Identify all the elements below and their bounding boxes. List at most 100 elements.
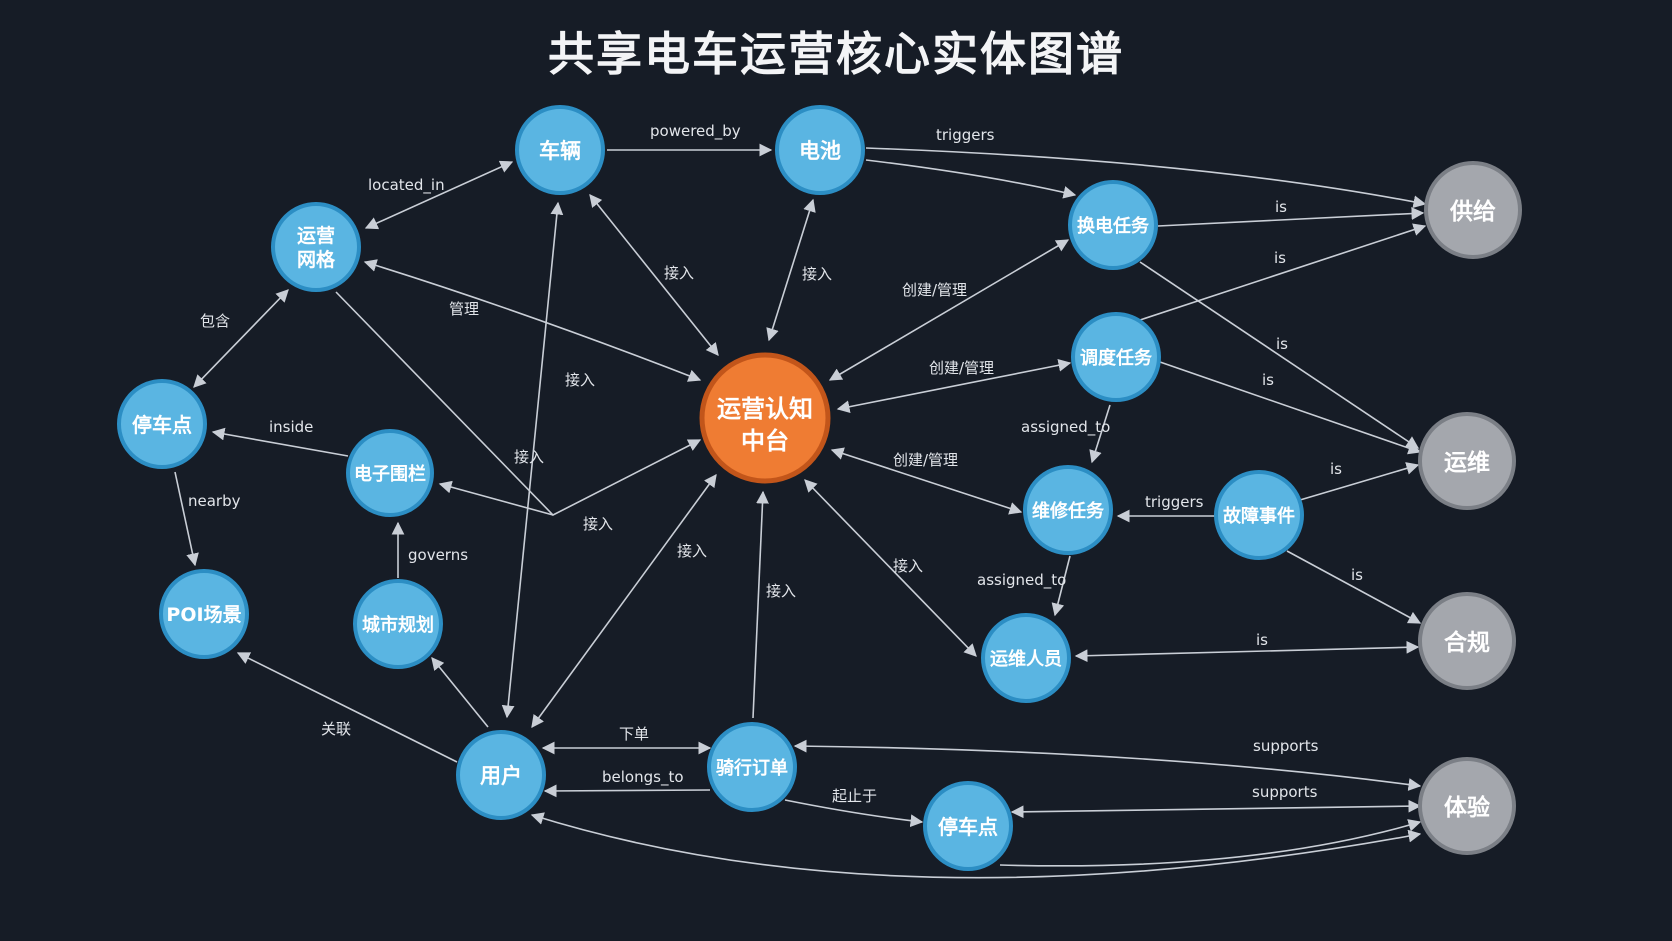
node-fault-event-label: 故障事件 <box>1223 505 1295 527</box>
edge-core-grid <box>363 259 702 382</box>
node-user[interactable]: 用户 <box>456 730 546 820</box>
edge-battery-swap <box>865 159 1077 199</box>
edge-label-supports: supports <box>1253 737 1319 755</box>
edge-swap-ops <box>1139 261 1420 449</box>
node-city-planning[interactable]: 城市规划 <box>353 579 443 669</box>
node-parking-point[interactable]: 停车点 <box>117 379 207 469</box>
node-poi-scene[interactable]: POI场景 <box>159 569 249 659</box>
edge-core-user <box>531 473 717 729</box>
edge-repair-staff <box>1051 555 1071 617</box>
edge-label-powered-by: powered_by <box>650 122 741 141</box>
edge-core-battery <box>766 198 816 342</box>
edge-label-create-manage: 创建/管理 <box>902 281 967 299</box>
edge-label-assigned-to: assigned_to <box>1021 418 1110 437</box>
node-battery-label: 电池 <box>799 139 841 163</box>
edge-core-vehicle <box>589 194 719 356</box>
edge-label-is: is <box>1262 371 1274 389</box>
edge-core-fence <box>438 480 554 516</box>
edge-label-order: 下单 <box>619 725 649 743</box>
edge-label-is: is <box>1276 335 1288 353</box>
node-dispatch-task[interactable]: 调度任务 <box>1071 312 1161 402</box>
node-geofence-label: 电子围栏 <box>354 463 426 485</box>
edge-dispatch-supply <box>1139 223 1427 321</box>
edge-label-access: 接入 <box>664 264 694 282</box>
node-geofence[interactable]: 电子围栏 <box>346 429 434 517</box>
edge-label-is: is <box>1256 631 1268 649</box>
edge-fault-compliance <box>1286 550 1422 624</box>
edge-order-experience <box>793 739 1422 791</box>
node-ride-order-label: 骑行订单 <box>716 757 788 779</box>
edge-label-contain: 包含 <box>200 312 230 330</box>
node-poi-scene-label: POI场景 <box>166 604 241 626</box>
edge-battery-supply <box>865 147 1427 209</box>
edge-parking2-experience <box>1010 799 1422 819</box>
node-operation-grid[interactable]: 运营 网格 <box>271 202 361 292</box>
edge-order-user <box>543 784 711 798</box>
edge-label-is: is <box>1274 249 1286 267</box>
edge-user-vehicle <box>501 201 564 719</box>
edge-dispatch-repair <box>1089 404 1111 464</box>
node-experience[interactable]: 体验 <box>1418 757 1516 855</box>
edge-swap-supply <box>1157 207 1425 227</box>
node-supply[interactable]: 供给 <box>1424 161 1522 259</box>
edge-label-relate: 关联 <box>321 720 351 738</box>
node-vehicle[interactable]: 车辆 <box>515 105 605 195</box>
edge-label-is: is <box>1275 198 1287 216</box>
edge-staff-compliance <box>1074 640 1420 663</box>
node-parking-point-2[interactable]: 停车点 <box>923 781 1013 871</box>
edge-label-access: 接入 <box>565 371 595 389</box>
node-battery[interactable]: 电池 <box>775 105 865 195</box>
node-repair-task-label: 维修任务 <box>1032 500 1105 522</box>
edge-labels: powered_by triggers located_in is is 接入 … <box>188 122 1363 805</box>
edge-label-create-manage: 创建/管理 <box>893 451 958 469</box>
node-ops-staff-label: 运维人员 <box>990 648 1062 670</box>
node-swap-task[interactable]: 换电任务 <box>1068 180 1158 270</box>
edge-label-governs: governs <box>408 546 468 564</box>
edge-parking2-experience-lower <box>999 819 1422 867</box>
edge-core-staff <box>804 479 977 657</box>
node-ride-order[interactable]: 骑行订单 <box>707 722 797 812</box>
node-parking-point-label: 停车点 <box>132 413 192 437</box>
node-user-label: 用户 <box>480 764 522 788</box>
node-compliance-label: 合规 <box>1444 629 1490 656</box>
edge-label-assigned-to: assigned_to <box>977 571 1066 590</box>
edge-label-belongs-to: belongs_to <box>602 768 684 787</box>
edge-label-manage: 管理 <box>449 300 479 318</box>
node-operations[interactable]: 运维 <box>1418 412 1516 510</box>
edge-label-is: is <box>1330 460 1342 478</box>
edge-parking-poi <box>174 471 199 567</box>
edge-label-inside: inside <box>269 418 313 436</box>
edge-core-swap <box>828 239 1070 381</box>
edge-label-access: 接入 <box>802 265 832 283</box>
edge-grid-vehicle <box>364 160 514 230</box>
edge-label-start-end: 起止于 <box>832 787 877 805</box>
node-swap-task-label: 换电任务 <box>1077 215 1150 237</box>
node-ops-staff[interactable]: 运维人员 <box>981 613 1071 703</box>
edge-label-triggers: triggers <box>936 126 995 144</box>
edge-core-dispatch <box>836 358 1072 414</box>
edge-user-city <box>431 657 489 728</box>
node-compliance[interactable]: 合规 <box>1418 592 1516 690</box>
edge-label-is: is <box>1351 566 1363 584</box>
node-operations-label: 运维 <box>1444 449 1490 476</box>
edge-label-located-in: located_in <box>368 176 445 195</box>
node-vehicle-label: 车辆 <box>539 139 581 163</box>
edge-label-create-manage: 创建/管理 <box>929 359 994 377</box>
edge-label-nearby: nearby <box>188 492 241 510</box>
edge-label-access: 接入 <box>583 515 613 533</box>
edge-fence-parking <box>211 427 349 457</box>
node-operation-grid-label-line1: 运营 <box>297 224 335 247</box>
node-parking-point-2-label: 停车点 <box>938 815 998 839</box>
node-core-label-line1: 运营认知 <box>717 395 813 423</box>
node-repair-task[interactable]: 维修任务 <box>1023 465 1113 555</box>
edge-fault-ops <box>1299 462 1420 501</box>
edge-label-access: 接入 <box>514 448 544 466</box>
diagram-title: 共享电车运营核心实体图谱 <box>548 27 1124 81</box>
edge-user-poi <box>236 652 458 763</box>
edge-label-triggers: triggers <box>1145 493 1204 511</box>
node-operation-grid-label-line2: 网格 <box>297 248 336 271</box>
node-fault-event[interactable]: 故障事件 <box>1214 470 1304 560</box>
edge-label-access: 接入 <box>893 557 923 575</box>
node-operations-cognition-platform[interactable]: 运营认知 中台 <box>699 352 831 484</box>
